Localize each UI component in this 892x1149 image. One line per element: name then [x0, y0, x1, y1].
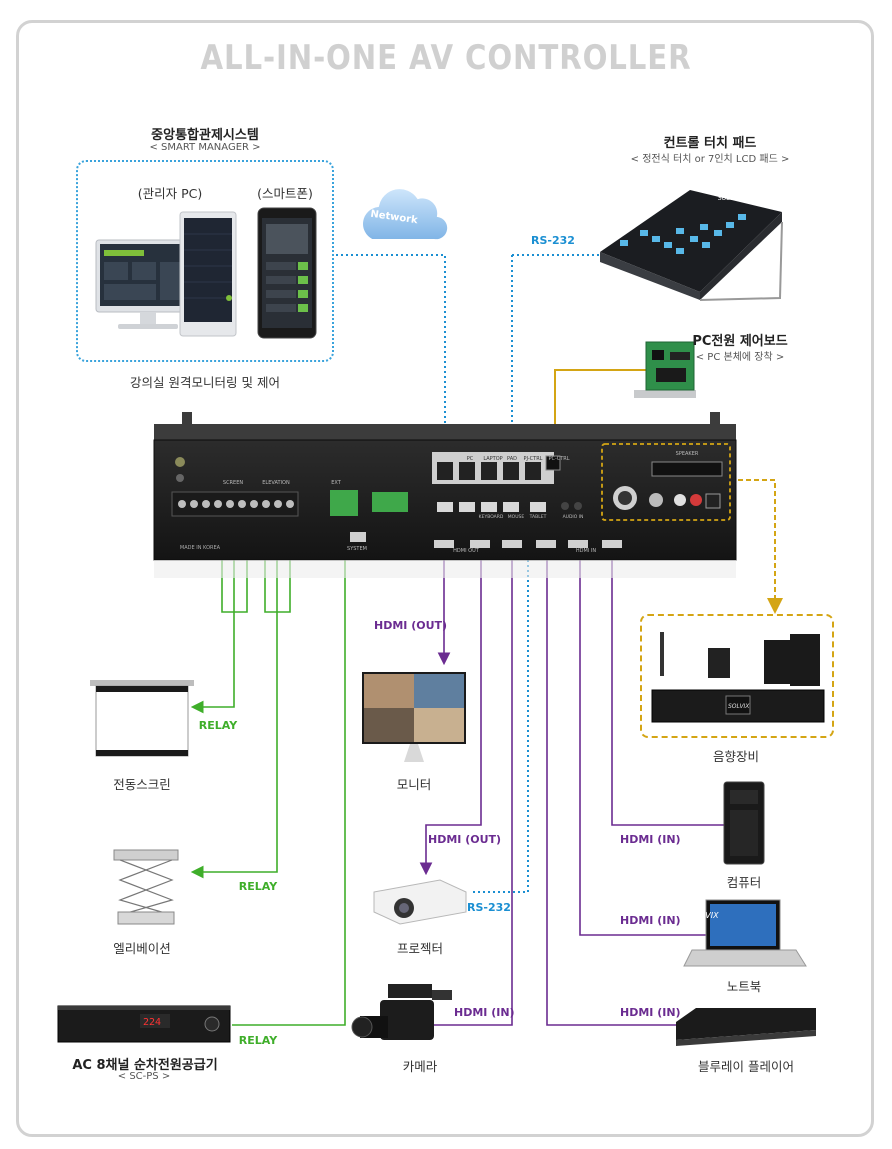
- controller-port-ext: EXT: [331, 480, 341, 486]
- network-cloud-icon: [361, 187, 450, 242]
- pc-power-board-icon: [634, 341, 696, 398]
- elevation-caption: 엘리베이션: [113, 941, 171, 956]
- page-title: ALL-IN-ONE AV CONTROLLER: [200, 38, 692, 78]
- relay-screen-line: [190, 612, 235, 714]
- smart-manager-caption: 강의실 원격모니터링 및 제어: [130, 375, 280, 390]
- controller-port-pc: PC: [466, 456, 474, 462]
- speaker-line: [730, 479, 783, 614]
- relay-label-elevation: RELAY: [238, 880, 278, 893]
- relay-label-screen: RELAY: [198, 719, 238, 732]
- hdmi-out-label-projector: HDMI (OUT): [428, 833, 502, 846]
- power-supply-icon: 224: [57, 1005, 231, 1043]
- touch-pad-subtitle: < 정전식 터치 or 7인치 LCD 패드 >: [630, 154, 790, 165]
- controller-port-audio-in: AUDIO IN: [562, 515, 584, 520]
- hdmi-in-computer-line: [611, 555, 725, 826]
- hdmi-out-label-monitor: HDMI (OUT): [374, 619, 448, 632]
- controller-port-pad: PAD: [507, 456, 517, 462]
- controller-port-speaker: SPEAKER: [675, 451, 699, 457]
- smartphone-label: (스마트폰): [257, 186, 313, 201]
- computer-tower-icon: [723, 781, 765, 865]
- controller-port-hdmi-in: HDMI IN: [575, 548, 597, 554]
- smartphone-icon: [257, 207, 317, 339]
- hdmi-in-label-bluray: HDMI (IN): [620, 1006, 681, 1019]
- controller-port-laptop: LAPTOP: [483, 456, 503, 462]
- projector-icon: [373, 879, 467, 925]
- touch-pad-title: 컨트롤 터치 패드: [663, 136, 757, 151]
- controller-port-screen: SCREEN: [222, 480, 244, 486]
- elevation-lift-icon: [113, 849, 179, 925]
- controller-port-elevation: ELEVATION: [262, 480, 290, 486]
- controller-port-keyboard: KEYBOARD: [478, 515, 504, 520]
- relay-elevation-line: [190, 612, 278, 879]
- monitor-device-icon: [362, 672, 466, 762]
- pc-power-board-title: PC전원 제어보드: [692, 334, 788, 349]
- admin-pc-tower-icon: [179, 211, 237, 337]
- hdmi-in-label-camera: HDMI (IN): [454, 1006, 515, 1019]
- laptop-icon: [683, 899, 807, 967]
- camera-caption: 카메라: [402, 1059, 438, 1074]
- pc-power-board-subtitle: < PC 본체에 장착 >: [695, 352, 785, 363]
- outer-frame: [16, 20, 874, 1137]
- svg-text:224: 224: [143, 1017, 161, 1028]
- power-supply-subtitle: < SC-PS >: [117, 1071, 171, 1082]
- hdmi-in-bluray-line: [546, 555, 680, 1026]
- controller-port-tablet: TABLET: [529, 515, 547, 520]
- relay-label-power: RELAY: [238, 1034, 278, 1047]
- controller-port-hdmi-out: HDMI OUT: [453, 548, 479, 554]
- hdmi-in-label-laptop: HDMI (IN): [620, 914, 681, 927]
- hdmi-in-camera-line: [430, 555, 513, 1026]
- hdmi-in-label-computer: HDMI (IN): [620, 833, 681, 846]
- hdmi-out-projector-line: [419, 555, 482, 876]
- touchpad-rs232-line: [511, 254, 604, 448]
- relay-power-line: [232, 520, 346, 1026]
- relay-lines: [190, 520, 346, 1026]
- audio-equipment-box: [640, 614, 834, 738]
- projector-rs232-label: RS-232: [467, 901, 511, 914]
- brand-logo-0: SOLVIX: [690, 911, 719, 920]
- hdmi-lines: [419, 555, 725, 1026]
- computer-caption: 컴퓨터: [726, 875, 762, 890]
- controller-made-in: MADE IN KOREA: [179, 545, 221, 551]
- controller-port-pc-ctrl: PC-CTRL: [548, 456, 570, 462]
- bluray-player-icon: [676, 1008, 816, 1046]
- camera-icon: [351, 984, 452, 1040]
- power-supply-title: AC 8채널 순차전원공급기: [72, 1058, 218, 1073]
- touch-pad-icon: [600, 190, 783, 301]
- monitor-caption: 모니터: [396, 777, 432, 792]
- network-line: [336, 254, 446, 448]
- bluray-caption: 블루레이 플레이어: [698, 1059, 794, 1074]
- brand-logo-2: SOLVIX: [728, 703, 750, 710]
- smart-manager-box: [76, 160, 334, 362]
- audio-caption: 음향장비: [712, 749, 759, 764]
- hdmi-in-laptop-line: [579, 555, 706, 936]
- smart-manager-subtitle: < SMART MANAGER >: [149, 142, 261, 153]
- screen-caption: 전동스크린: [113, 777, 171, 792]
- rs232-lines: [336, 254, 604, 893]
- controller-port-pj-ctrl: PJ-CTRL: [523, 456, 543, 462]
- laptop-caption: 노트북: [726, 979, 762, 994]
- touch-pad-rs232-label: RS-232: [531, 234, 575, 247]
- controller-port-system: SYSTEM: [347, 546, 367, 552]
- projector-caption: 프로젝터: [396, 941, 443, 956]
- controller-port-mouse: MOUSE: [507, 515, 525, 520]
- brand-logo-1: SOLVIX: [718, 195, 740, 202]
- projector-rs232-line: [470, 470, 529, 893]
- admin-pc-label: (관리자 PC): [137, 186, 203, 201]
- audio-equipment-icon: [651, 632, 825, 723]
- motorized-screen-icon: [90, 680, 194, 757]
- smart-manager-title: 중앙통합관제시스템: [151, 128, 259, 143]
- av-controller-unit: [153, 412, 737, 578]
